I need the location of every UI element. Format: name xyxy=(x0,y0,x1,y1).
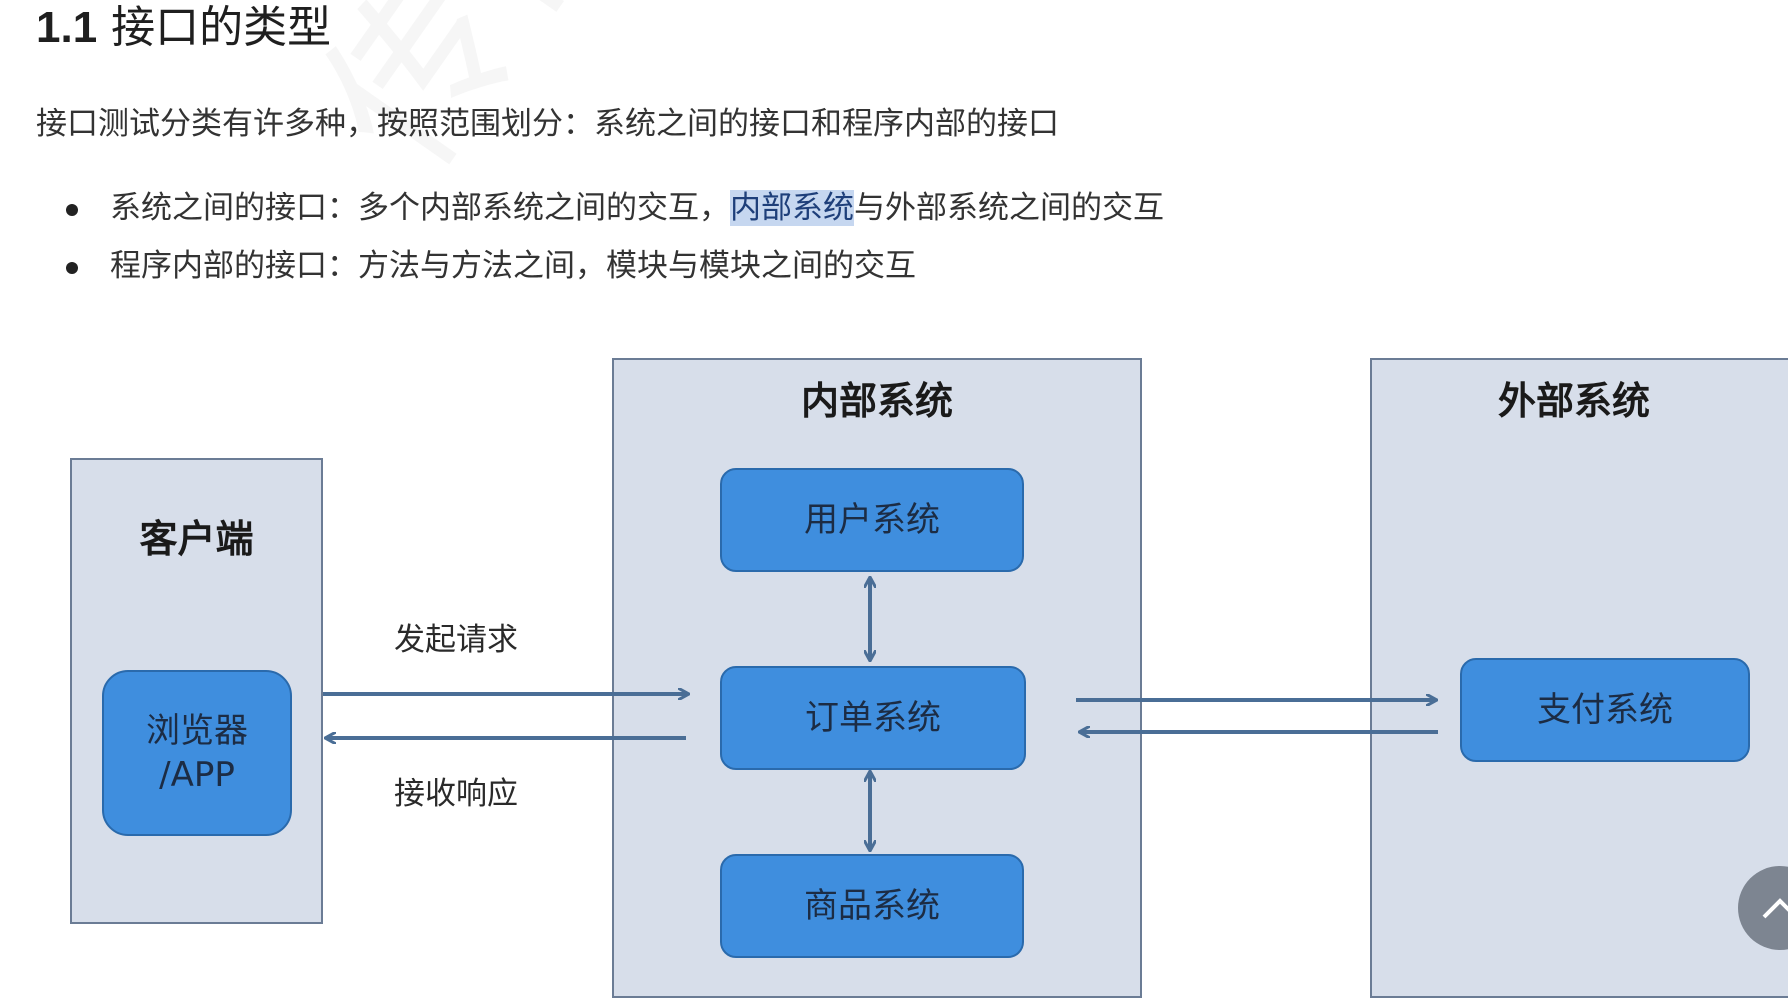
response-label: 接收响应 xyxy=(394,776,518,812)
selected-text[interactable]: 内部系统 xyxy=(730,190,854,226)
intro-paragraph: 接口测试分类有许多种，按照范围划分：系统之间的接口和程序内部的接口 xyxy=(36,106,1059,142)
bullet-list: 系统之间的接口：多个内部系统之间的交互，内部系统与外部系统之间的交互 程序内部的… xyxy=(36,188,1164,304)
external-system-panel: 外部系统 支付系统 xyxy=(1370,358,1788,998)
bullet-text: 系统之间的接口：多个内部系统之间的交互， xyxy=(110,190,730,226)
user-system-node: 用户系统 xyxy=(720,468,1024,572)
bullet-text: 与外部系统之间的交互 xyxy=(854,190,1164,226)
chevron-up-icon xyxy=(1762,898,1788,919)
payment-system-node: 支付系统 xyxy=(1460,658,1750,762)
client-title: 客户端 xyxy=(139,517,254,561)
internal-system-title: 内部系统 xyxy=(800,379,953,423)
bullet-dot xyxy=(66,262,78,274)
product-system-node: 商品系统 xyxy=(720,854,1024,958)
browser-app-label-line2: /APP xyxy=(159,755,235,795)
section-heading: 1.1 接口的类型 xyxy=(36,0,331,56)
list-item: 系统之间的接口：多个内部系统之间的交互，内部系统与外部系统之间的交互 xyxy=(36,188,1164,246)
bullet-dot xyxy=(66,204,78,216)
client-panel: 客户端 浏览器 /APP xyxy=(70,458,323,924)
section-number: 1.1 xyxy=(36,3,98,52)
browser-app-node: 浏览器 /APP xyxy=(102,670,292,836)
request-label: 发起请求 xyxy=(394,622,518,658)
bullet-text: 程序内部的接口：方法与方法之间，模块与模块之间的交互 xyxy=(110,248,916,284)
external-system-title: 外部系统 xyxy=(1498,379,1651,423)
section-title: 接口的类型 xyxy=(111,2,332,53)
browser-app-label-line1: 浏览器 xyxy=(146,711,248,751)
order-system-node: 订单系统 xyxy=(720,666,1026,770)
internal-system-panel: 内部系统 用户系统 订单系统 商品系统 xyxy=(612,358,1142,998)
list-item: 程序内部的接口：方法与方法之间，模块与模块之间的交互 xyxy=(36,246,1164,304)
